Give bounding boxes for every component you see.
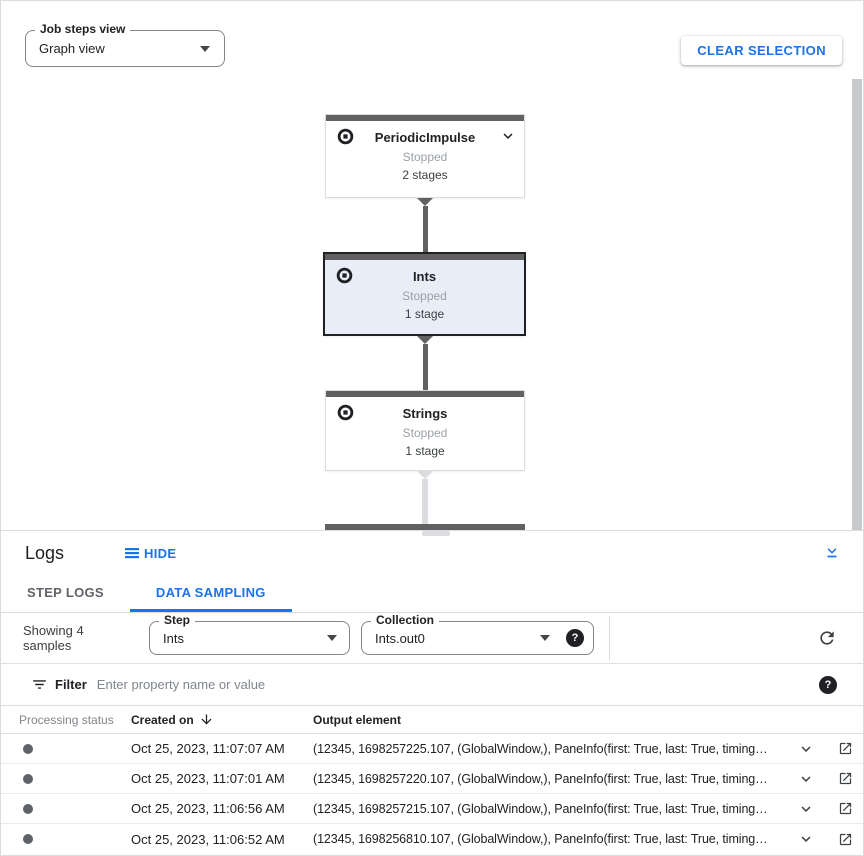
created-on-cell: Oct 25, 2023, 11:06:56 AM (131, 801, 285, 816)
refresh-icon[interactable] (813, 624, 841, 652)
graph-vertical-scrollbar[interactable] (852, 79, 862, 532)
open-in-new-icon[interactable] (838, 741, 853, 756)
table-header-row: Processing status Created on Output elem… (1, 706, 863, 734)
output-element-cell: (12345, 1698257220.107, (GlobalWindow,),… (313, 771, 768, 786)
processing-status-dot (23, 803, 33, 814)
output-element-cell: (12345, 1698256810.107, (GlobalWindow,),… (313, 832, 768, 846)
column-processing-status: Processing status (19, 712, 114, 727)
tab-step-logs[interactable]: STEP LOGS (27, 584, 104, 600)
open-in-new-icon[interactable] (838, 771, 853, 786)
job-steps-view-select[interactable]: Job steps view Graph view (25, 22, 225, 67)
edge-connector (415, 198, 435, 253)
sampling-controls-row: Showing 4 samples Step Ints Collection I… (1, 613, 863, 664)
collapse-panel-icon[interactable] (823, 542, 845, 564)
clear-selection-button[interactable]: CLEAR SELECTION (681, 36, 842, 65)
processing-status-dot (23, 834, 33, 844)
hide-lines-icon (124, 545, 140, 561)
node-status-bar (326, 115, 524, 121)
expand-row-chevron-icon[interactable] (797, 770, 815, 788)
tab-data-sampling[interactable]: DATA SAMPLING (129, 575, 292, 612)
expand-row-chevron-icon[interactable] (797, 830, 815, 848)
node-stage-count: 1 stage (405, 444, 445, 458)
dropdown-arrow-icon (540, 635, 550, 641)
edge-connector (415, 471, 435, 524)
step-select-value: Ints (163, 630, 184, 646)
collection-select-value: Ints.out0 (375, 630, 425, 646)
expand-row-chevron-icon[interactable] (797, 800, 815, 818)
graph-node-strings[interactable]: Strings Stopped 1 stage (325, 390, 525, 471)
stop-circle-icon (337, 404, 354, 421)
job-graph-canvas[interactable]: Job steps view Graph view CLEAR SELECTIO… (1, 1, 863, 532)
filter-list-icon (31, 676, 48, 693)
created-on-cell: Oct 25, 2023, 11:06:52 AM (131, 831, 285, 847)
hide-logs-button[interactable]: HIDE (124, 545, 176, 561)
sample-table-row: Oct 25, 2023, 11:06:56 AM (12345, 169825… (1, 794, 863, 824)
node-status: Stopped (402, 426, 448, 440)
logs-panel: Logs HIDE STEP LOGS DATA SAMPLING Showin… (1, 530, 863, 855)
edge-arrow-icon (417, 198, 433, 206)
filter-label: Filter (55, 677, 87, 692)
node-status: Stopped (402, 150, 448, 164)
stop-circle-icon (336, 267, 353, 284)
graph-node-periodicimpulse[interactable]: PeriodicImpulse Stopped 2 stages (325, 114, 525, 198)
processing-status-dot (23, 743, 33, 754)
sample-table-row: Oct 25, 2023, 11:06:52 AM (12345, 169825… (1, 824, 863, 854)
sample-table-row: Oct 25, 2023, 11:07:07 AM (12345, 169825… (1, 734, 863, 764)
dropdown-arrow-icon (327, 635, 337, 641)
output-element-cell: (12345, 1698257215.107, (GlobalWindow,),… (313, 801, 768, 816)
logs-panel-title: Logs (25, 542, 65, 563)
edge-arrow-icon (417, 336, 433, 344)
chevron-down-icon[interactable] (499, 127, 517, 145)
collection-select-label: Collection (371, 613, 440, 627)
step-select[interactable]: Step Ints (149, 613, 350, 655)
logs-panel-header: Logs HIDE (1, 531, 863, 575)
node-status-bar (325, 254, 524, 260)
filter-input[interactable] (96, 677, 809, 692)
sort-descending-icon (199, 712, 214, 727)
node-title: Ints (412, 269, 437, 284)
node-status: Stopped (402, 289, 447, 303)
graph-node-ints[interactable]: Ints Stopped 1 stage (323, 252, 526, 336)
hide-logs-label: HIDE (144, 545, 177, 561)
edge-connector (415, 336, 435, 390)
node-stage-count: 2 stages (402, 168, 448, 182)
open-in-new-icon[interactable] (838, 832, 853, 847)
created-on-cell: Oct 25, 2023, 11:07:01 AM (131, 771, 285, 786)
column-output-element: Output element (313, 712, 402, 727)
processing-status-dot (23, 773, 33, 784)
column-created-on[interactable]: Created on (131, 712, 313, 727)
job-steps-view-label: Job steps view (35, 22, 131, 36)
node-status-bar (326, 391, 524, 397)
node-title: PeriodicImpulse (374, 130, 476, 145)
job-steps-view-value: Graph view (39, 41, 105, 56)
node-stage-count: 1 stage (404, 307, 445, 321)
help-icon[interactable]: ? (566, 629, 584, 647)
logs-tabs: STEP LOGS DATA SAMPLING (1, 575, 863, 613)
output-element-cell: (12345, 1698257225.107, (GlobalWindow,),… (313, 741, 768, 756)
vertical-divider (609, 616, 610, 660)
step-select-label: Step (159, 613, 196, 627)
graph-horizontal-scrollbar[interactable] (422, 531, 450, 536)
node-title: Strings (402, 406, 448, 421)
help-icon[interactable]: ? (819, 675, 837, 694)
stop-circle-icon (337, 128, 354, 145)
edge-arrow-icon (417, 471, 433, 479)
collection-select[interactable]: Collection Ints.out0 ? (361, 613, 594, 655)
sample-count-text: Showing 4 samples (23, 623, 84, 653)
open-in-new-icon[interactable] (838, 801, 853, 816)
dropdown-arrow-icon (200, 45, 210, 52)
created-on-cell: Oct 25, 2023, 11:07:07 AM (131, 741, 285, 756)
expand-row-chevron-icon[interactable] (797, 740, 815, 758)
graph-node-partial (325, 524, 525, 530)
filter-row: Filter ? (1, 664, 863, 706)
sample-table-row: Oct 25, 2023, 11:07:01 AM (12345, 169825… (1, 764, 863, 794)
